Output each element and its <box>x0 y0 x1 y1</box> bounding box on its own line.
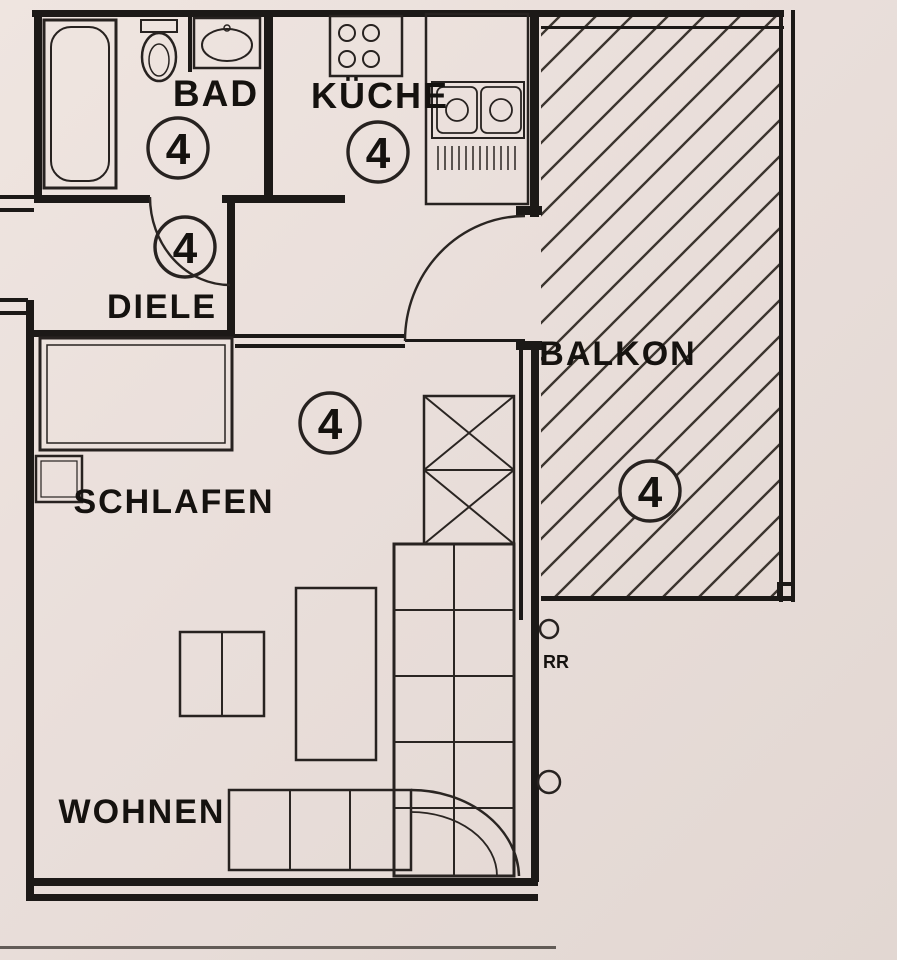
marker-balkon: 4 <box>618 459 682 523</box>
left-entry-stub-3 <box>0 298 28 302</box>
marker-circle-balkon <box>618 459 682 523</box>
toilet-tank <box>140 19 178 33</box>
wardrobe-inner <box>46 344 226 444</box>
toilet-bowl-inner <box>148 43 170 77</box>
living-furniture <box>178 394 521 878</box>
doors <box>148 196 526 342</box>
marker-number-balkon: 4 <box>638 468 663 517</box>
living-right-wall <box>531 350 539 882</box>
marker-circle-diele <box>153 215 217 279</box>
room-label-schlafen: SCHLAFEN <box>73 483 274 521</box>
left-wall-main <box>26 300 34 897</box>
balcony-corner-mark <box>777 582 795 586</box>
toilet-bowl <box>140 31 178 83</box>
nightstand-inner <box>40 460 78 498</box>
room-label-wohnen: WOHNEN <box>59 793 226 831</box>
bottom-wall-outer <box>26 878 538 886</box>
room-label-kueche: KÜCHE <box>311 75 449 116</box>
bath-bottom-wall <box>34 195 150 203</box>
room-markers: 4 4 4 4 4 <box>146 116 682 523</box>
room-label-bad: BAD <box>173 73 259 114</box>
sink-basin <box>201 28 253 62</box>
left-entry-stub-2 <box>0 208 34 212</box>
marker-schlafen: 4 <box>298 391 362 455</box>
marker-diele: 4 <box>153 215 217 279</box>
balcony-door-leaf <box>405 339 525 342</box>
schlafen-north-wall-double-b <box>235 344 405 348</box>
balcony-corner-mark-2 <box>777 582 781 600</box>
room-label-diele: DIELE <box>107 288 217 326</box>
kitchen-sink-unit <box>431 81 525 139</box>
sofa <box>227 788 413 872</box>
marker-circle-schlafen <box>298 391 362 455</box>
bath-kitchen-divider-wall <box>264 10 273 200</box>
bath-partition <box>188 10 192 72</box>
balcony-door-post-top <box>516 206 542 215</box>
kitchen-sink-basin-right <box>489 98 513 122</box>
balcony-top-inner-line <box>541 26 784 29</box>
sofa-curve-outer <box>410 788 521 877</box>
marker-number-kueche: 4 <box>366 129 391 178</box>
wall-circle-symbol-1 <box>538 618 560 640</box>
marker-bad: 4 <box>146 116 210 180</box>
schlafen-north-wall <box>28 330 235 337</box>
sink-faucet <box>223 24 231 32</box>
left-entry-stub-1 <box>0 195 34 199</box>
page-edge-line <box>0 946 556 949</box>
bath-door-leaf <box>228 197 232 285</box>
sofa-curve-inner <box>410 811 498 877</box>
room-labels: BAD KÜCHE DIELE SCHLAFEN WOHNEN BALKON <box>59 73 696 831</box>
walls <box>0 10 784 949</box>
bath-door-arc <box>148 196 231 287</box>
stove-burner-4 <box>362 50 380 68</box>
marker-number-diele: 4 <box>173 224 198 273</box>
stove-burner-1 <box>338 24 356 42</box>
marker-number-schlafen: 4 <box>318 400 343 449</box>
crossed-cabinet-x-lines <box>423 395 515 545</box>
schlafen-north-wall-double-a <box>235 334 405 338</box>
kitchen-counter <box>424 12 530 206</box>
marker-circle-bad <box>146 116 210 180</box>
shelving-shelves <box>394 609 514 809</box>
bottom-wall-inner <box>26 894 538 901</box>
balcony-right-wall-outer <box>791 10 795 602</box>
living-right-wall-inner <box>519 350 523 620</box>
kitchen-sink-left <box>436 86 478 134</box>
balcony-bottom-wall <box>541 596 795 601</box>
wardrobe <box>38 336 234 452</box>
sideboard <box>294 586 378 762</box>
wall-circle-symbol-2 <box>536 769 562 795</box>
left-wall-top <box>34 10 42 200</box>
marker-kueche: 4 <box>346 120 410 184</box>
drainer-rack <box>437 146 516 170</box>
kitchen-right-wall <box>530 10 539 217</box>
balcony-right-wall-inner <box>779 10 783 602</box>
kitchen-fixtures <box>328 12 530 206</box>
kitchen-sink-right <box>480 86 522 134</box>
marker-number-bad: 4 <box>166 125 191 174</box>
balcony-door-arc <box>403 214 526 342</box>
bedroom-furniture <box>34 336 234 504</box>
marker-circle-kueche <box>346 120 410 184</box>
stove <box>328 14 404 78</box>
kitchen-sink-basin-left <box>445 98 469 122</box>
room-label-balkon: BALKON <box>539 335 696 373</box>
bathroom-fixtures <box>42 10 262 190</box>
left-entry-stub-4 <box>0 311 28 315</box>
kitchen-bottom-wall <box>222 195 345 203</box>
bathtub-inner <box>50 26 110 182</box>
stove-burner-3 <box>338 50 356 68</box>
rr-label: RR <box>543 652 569 672</box>
bathtub <box>42 18 118 190</box>
sink-counter <box>192 16 262 70</box>
top-wall <box>32 10 784 17</box>
nightstand <box>34 454 84 504</box>
stove-burner-2 <box>362 24 380 42</box>
wall-symbols: RR <box>536 618 569 795</box>
balcony-door-post-bottom <box>516 341 542 350</box>
